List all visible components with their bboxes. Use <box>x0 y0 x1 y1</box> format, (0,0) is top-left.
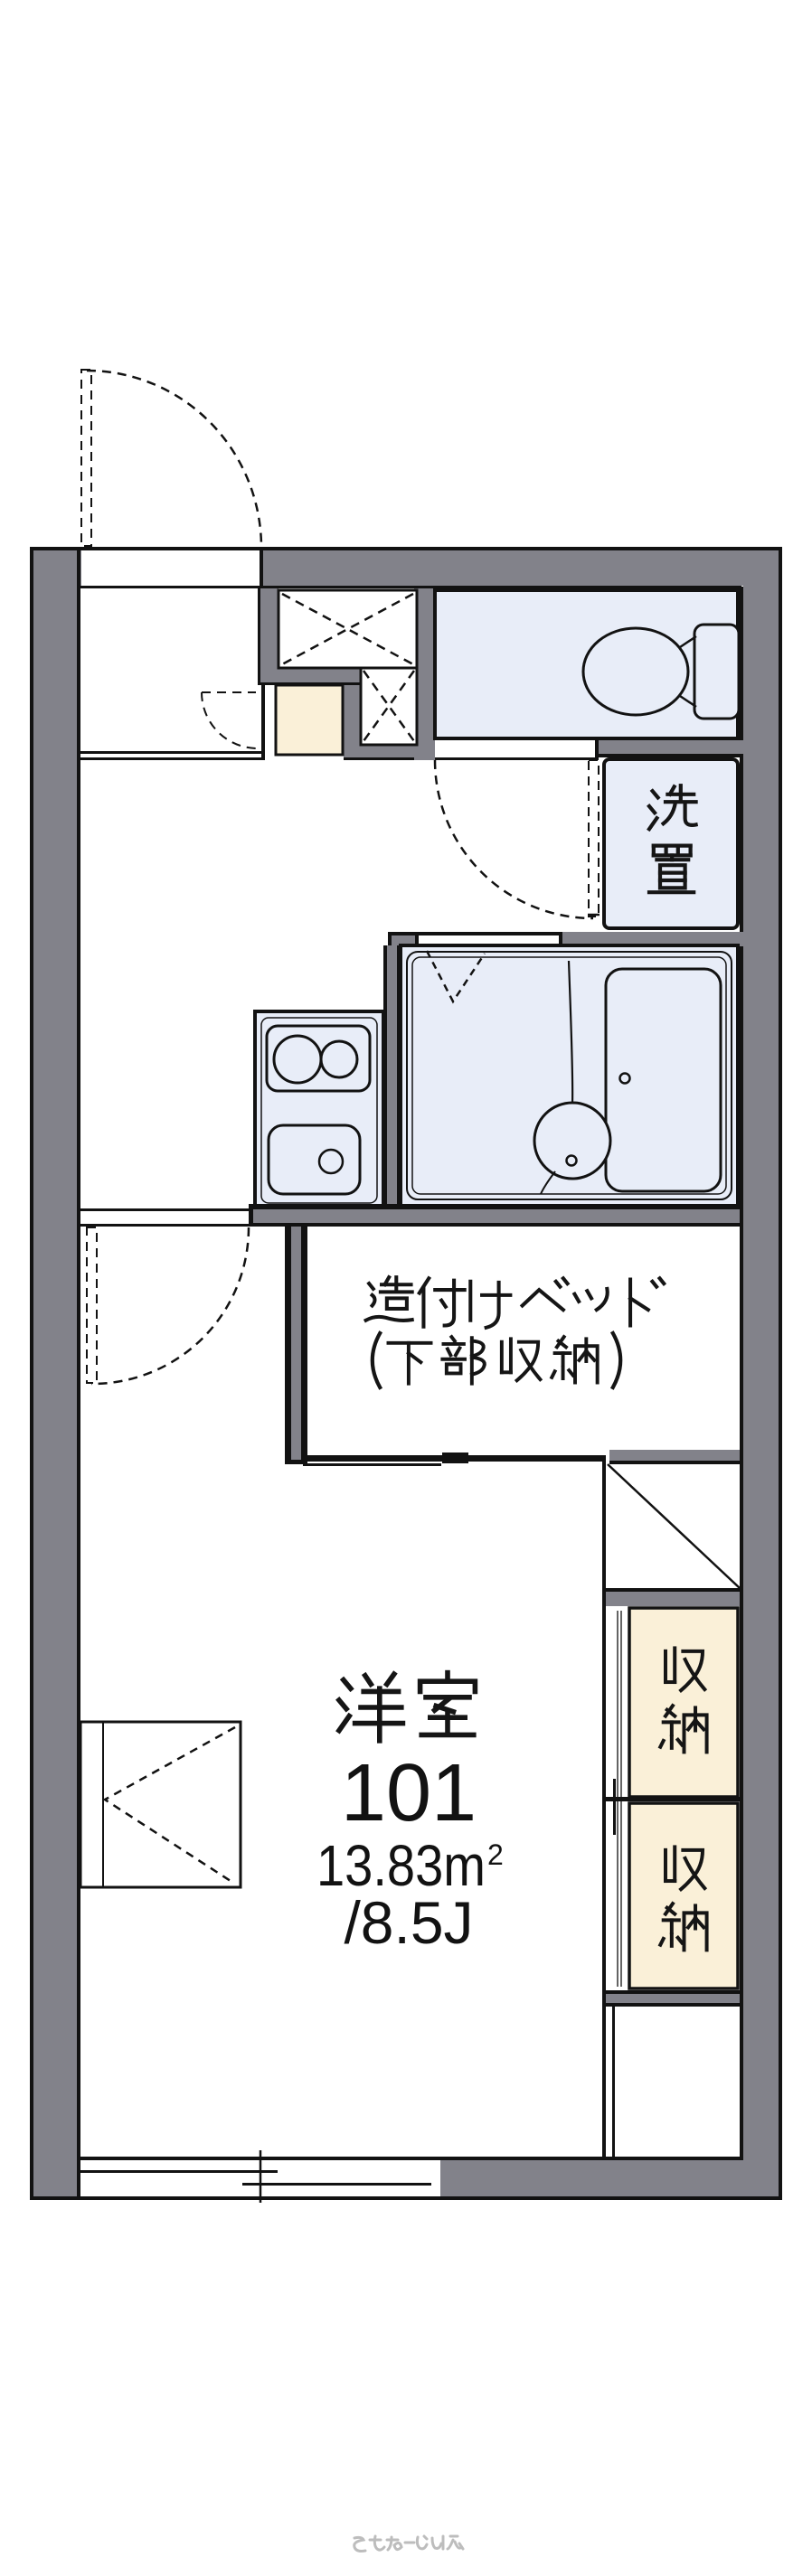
svg-text:2: 2 <box>487 1838 504 1871</box>
svg-text:101: 101 <box>341 1748 477 1838</box>
svg-text:13.83m: 13.83m <box>316 1833 486 1898</box>
svg-text:/8.5J: /8.5J <box>344 1889 473 1956</box>
